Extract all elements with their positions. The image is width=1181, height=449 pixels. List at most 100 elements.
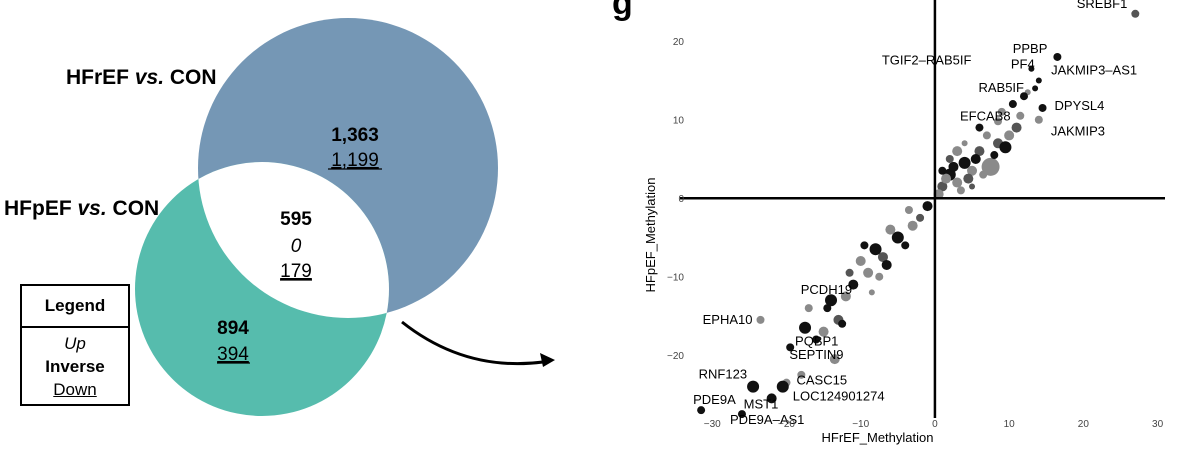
data-point [848, 279, 859, 290]
data-point [891, 231, 904, 244]
point-label: RNF123 [699, 367, 747, 382]
data-point [970, 153, 981, 164]
venn-diagram: HFrEF vs. CON HFpEF vs. CON 1,363 1,199 … [4, 18, 498, 416]
point-label: PQBP1 [795, 334, 838, 349]
point-label: JAKMIP3–AS1 [1051, 62, 1137, 77]
venn-overlap-up-count: 595 [280, 209, 312, 230]
x-tick-label: 0 [932, 419, 938, 430]
labeled-data-point [1053, 52, 1062, 61]
data-point [982, 131, 991, 140]
labeled-data-point [747, 380, 760, 393]
labeled-data-point [804, 304, 813, 313]
data-point [981, 157, 1000, 176]
point-label: PPBP [1013, 41, 1048, 56]
data-point [952, 177, 963, 188]
data-point [948, 161, 959, 172]
data-point [999, 141, 1012, 154]
labeled-data-point [1035, 77, 1042, 84]
venn-title-hfref: HFrEF vs. CON [66, 66, 217, 89]
labeled-data-point [1131, 9, 1140, 18]
data-point [823, 304, 832, 313]
labeled-data-point [756, 315, 765, 324]
legend-inverse-label: Inverse [45, 357, 105, 376]
data-point [786, 343, 795, 352]
x-tick-label: 20 [1078, 419, 1090, 430]
data-point [877, 252, 888, 263]
data-point [958, 156, 971, 169]
data-point [825, 294, 838, 307]
point-label: EFCAB8 [960, 108, 1011, 123]
labeled-data-point [766, 393, 777, 404]
venn-b-down-count: 394 [217, 344, 249, 365]
data-point [901, 241, 910, 250]
point-label: EPHA10 [703, 312, 753, 327]
point-label: SREBF1 [1077, 0, 1128, 11]
point-label: PDE9A [693, 392, 736, 407]
data-point [997, 107, 1006, 116]
data-point [974, 146, 985, 157]
data-point [829, 354, 840, 365]
legend-down-label: Down [53, 380, 97, 399]
data-point [904, 206, 913, 214]
x-tick-label: −10 [852, 419, 869, 430]
data-point [812, 335, 821, 344]
labeled-data-point [799, 321, 812, 334]
data-point [840, 291, 851, 302]
venn-a-up-count: 1,363 [331, 125, 379, 146]
data-point [1004, 130, 1015, 141]
point-label: PF4 [1011, 56, 1035, 71]
venn-overlap-down-count: 179 [280, 261, 312, 282]
y-tick-label: −10 [667, 273, 684, 284]
data-point [838, 319, 847, 328]
labeled-data-point [1028, 65, 1035, 72]
labeled-data-point [994, 117, 1003, 126]
venn-a-down-count: 1,199 [331, 150, 379, 171]
data-point [979, 170, 988, 179]
x-tick-label: 30 [1152, 419, 1164, 430]
data-point [881, 259, 892, 270]
data-point [885, 224, 896, 235]
point-label: PCDH19 [801, 282, 852, 297]
data-point [938, 166, 947, 175]
point-label: LOC124901274 [793, 389, 885, 404]
labeled-data-point [797, 370, 806, 379]
venn-overlap-inverse-count: 0 [291, 236, 302, 257]
labeled-data-point [1034, 115, 1043, 124]
data-point [818, 326, 829, 337]
data-point [860, 241, 869, 250]
point-label: PDE9A–AS1 [730, 412, 804, 427]
labeled-data-point [737, 410, 746, 419]
data-point [975, 123, 984, 132]
y-tick-label: 10 [673, 116, 685, 127]
point-label: TGIF2–RAB5IF [882, 53, 972, 68]
data-point [1008, 100, 1017, 109]
data-point [863, 267, 874, 278]
data-point [868, 289, 875, 296]
point-label: JAKMIP3 [1051, 124, 1105, 139]
data-point [963, 173, 974, 184]
data-point [945, 154, 954, 163]
data-point [969, 183, 976, 190]
legend-box: Legend Up Inverse Down [20, 284, 130, 406]
data-point [1011, 122, 1022, 133]
labeled-data-point [1019, 92, 1028, 101]
data-point [1016, 111, 1025, 120]
data-point [916, 213, 925, 222]
data-point [941, 173, 952, 184]
point-label: RAB5IF [978, 80, 1024, 95]
y-tick-label: −20 [667, 351, 684, 362]
data-point [961, 140, 968, 147]
labeled-data-point [697, 406, 706, 415]
y-axis-label: HFpEF_Methylation [643, 178, 658, 293]
data-point [875, 272, 884, 281]
panel-letter: g [612, 0, 633, 22]
data-point [855, 256, 866, 267]
data-point [845, 268, 854, 277]
point-label: CASC15 [796, 373, 847, 388]
x-axis-label: HFrEF_Methylation [822, 430, 934, 445]
data-point [967, 165, 978, 176]
